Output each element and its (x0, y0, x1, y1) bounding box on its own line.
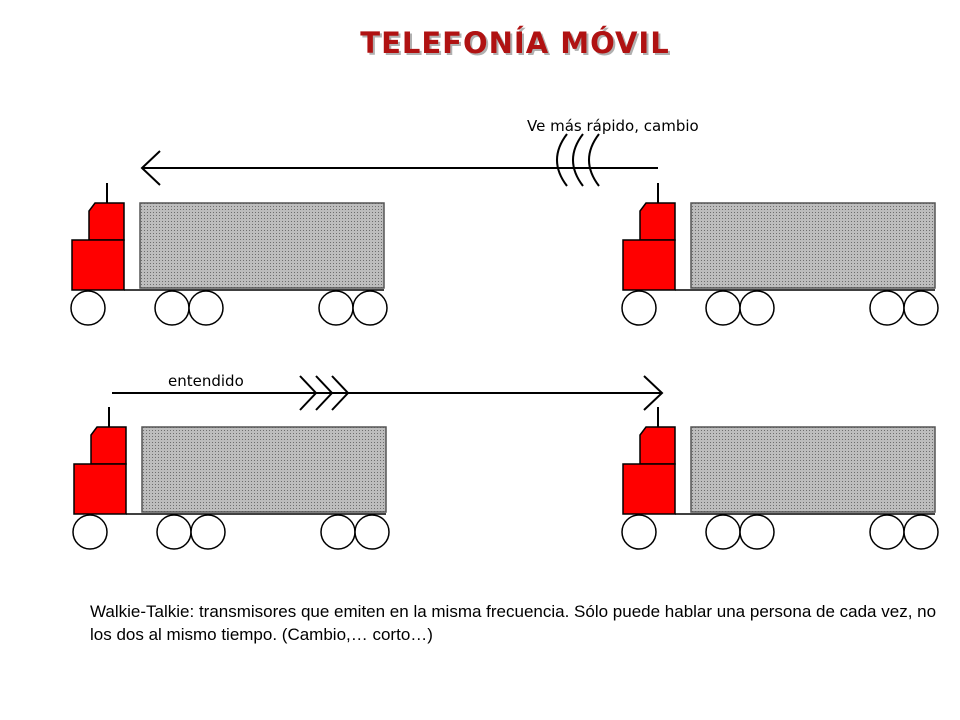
message-bottom: entendido (168, 372, 244, 390)
arrow-right-icon (112, 375, 664, 411)
radio-wave-icon (556, 133, 600, 187)
truck-left-top (70, 182, 388, 326)
chevrons-right-icon (299, 375, 350, 411)
page-title: TELEFONÍA MÓVIL (360, 26, 670, 60)
arrow-left-icon (140, 150, 658, 186)
truck-left-bottom (72, 406, 390, 550)
caption-text: Walkie-Talkie: transmisores que emiten e… (90, 602, 937, 644)
truck-right-top (621, 182, 939, 326)
message-top: Ve más rápido, cambio (527, 117, 699, 135)
truck-right-bottom (621, 406, 939, 550)
